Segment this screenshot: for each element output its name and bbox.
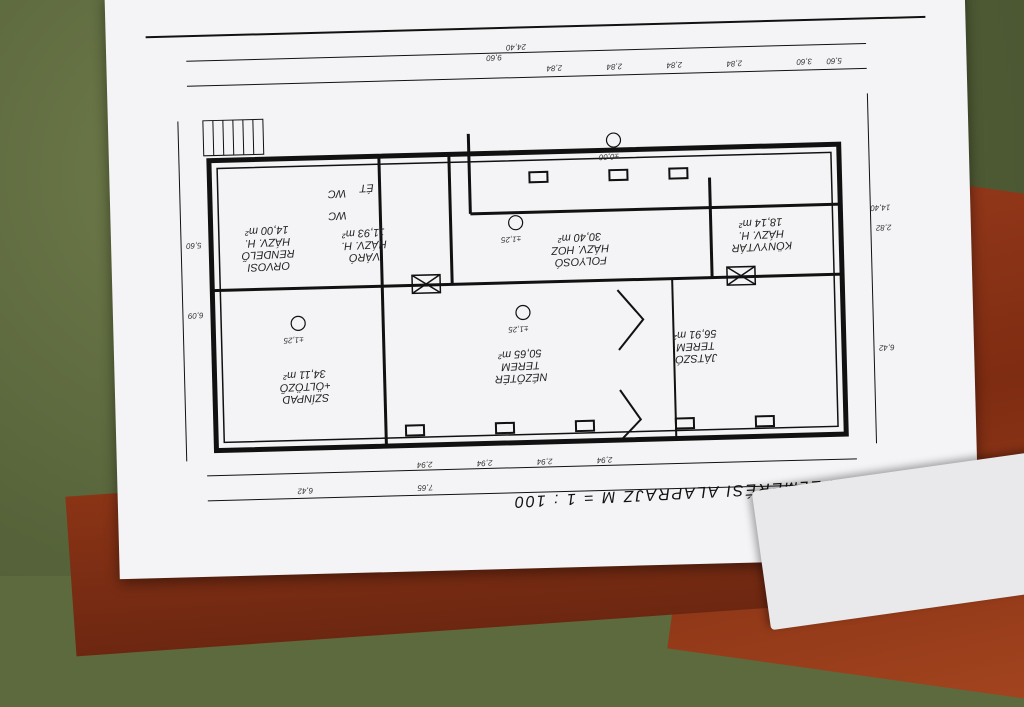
level-4: ±1,25 (283, 335, 304, 346)
dim-right-total: 14,40 (870, 202, 891, 213)
level-2: ±1,25 (500, 234, 522, 245)
dim-mid-b: 2,94 (476, 458, 493, 468)
outer-wall (206, 141, 849, 454)
room-label-wc1: WC (327, 186, 347, 200)
room-area: 11,93 m² (341, 225, 385, 240)
dim-bottom-c: 2,84 (666, 60, 683, 70)
dim-right-a: 6,42 (878, 342, 895, 353)
dim-bottom-d: 2,84 (606, 61, 623, 72)
dim-mid-c: 2,94 (536, 456, 553, 467)
dim-right-b: 2,82 (875, 222, 892, 233)
room-area: 56,91 m² (672, 326, 717, 342)
dim-mid-d: 2,94 (596, 455, 613, 465)
dim-bottom-f: 9,60 (486, 52, 503, 63)
dim-bottom-e: 2,84 (546, 63, 563, 74)
room-name: VÁRÓ (348, 249, 381, 264)
dim-left-a: 6,09 (187, 310, 204, 321)
dim-bottom-b: 2,84 (726, 58, 743, 69)
dim-top-a: 7,65 (417, 482, 434, 493)
floor-plan-sheet: JÁTSZÓ TEREM 56,91 m² NÉZŐTÉR TEREM 50,6… (104, 0, 980, 580)
room-label-szinpad: SZÍNPAD +ÖLTÖZŐ 34,11 m² (279, 367, 332, 406)
room-label-orvosi: ORVOSI RENDELŐ HÁZV. H. 14,00 m² (240, 223, 296, 274)
room-label-nezoter: NÉZŐTÉR TEREM 50,65 m² (493, 346, 548, 384)
level-1: ±0,00 (598, 151, 620, 162)
dim-overall: 24,40 (505, 42, 527, 53)
room-type: HÁZV. H. (340, 237, 388, 252)
level-3: ±1,25 (508, 324, 529, 335)
floor-plan-drawing (145, 15, 926, 502)
room-label-varo: VÁRÓ HÁZV. H. 11,93 m² (340, 225, 388, 264)
room-label-konyvtar: KÖNYVTÁR HÁZV. H. 18,14 m² (730, 215, 792, 254)
room-label-wc2: WC (328, 208, 347, 222)
dim-top-b: 6,42 (297, 485, 314, 496)
room-label-folyoso: FOLYOSÓ HÁZV. HOZ 30,40 m² (550, 230, 610, 269)
dim-mid-a: 2,94 (416, 459, 433, 470)
inner-wall-line (216, 151, 839, 444)
room-label-jatszo: JÁTSZÓ TEREM 56,91 m² (673, 327, 718, 365)
dim-bottom-a: 3,60 (796, 56, 813, 67)
room-label-et: ÉT (359, 181, 375, 194)
dim-bottom-g: 5,60 (826, 55, 843, 66)
dim-left-b: 5,60 (185, 240, 202, 251)
room-name: JÁTSZÓ (674, 350, 718, 366)
room-type: TEREM (676, 339, 716, 354)
